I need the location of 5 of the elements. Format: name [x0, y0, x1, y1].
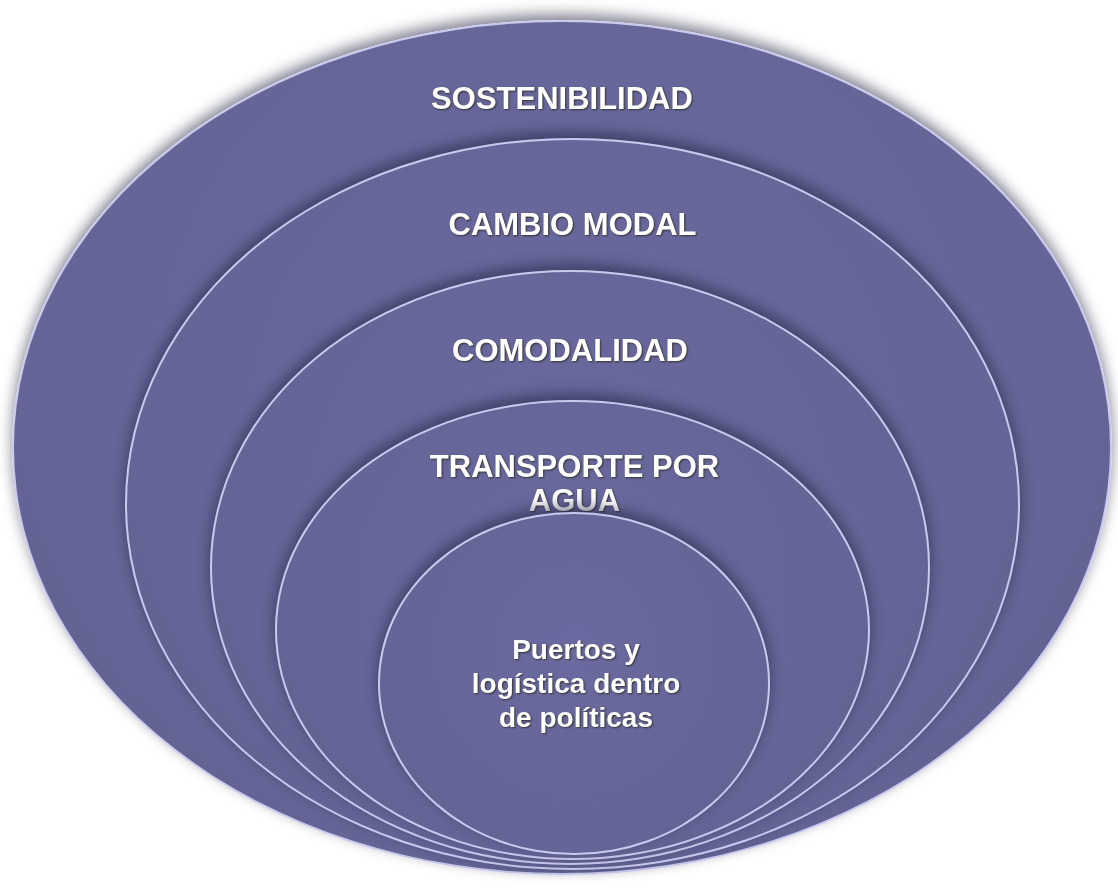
band-label: Puertos y logística dentro de políticas [470, 632, 682, 735]
band-label: CAMBIO MODAL [447, 208, 698, 242]
band-label: TRANSPORTE POR AGUA [428, 450, 721, 518]
band-label: SOSTENIBILIDAD [430, 82, 694, 116]
band-label: COMODALIDAD [451, 334, 689, 368]
